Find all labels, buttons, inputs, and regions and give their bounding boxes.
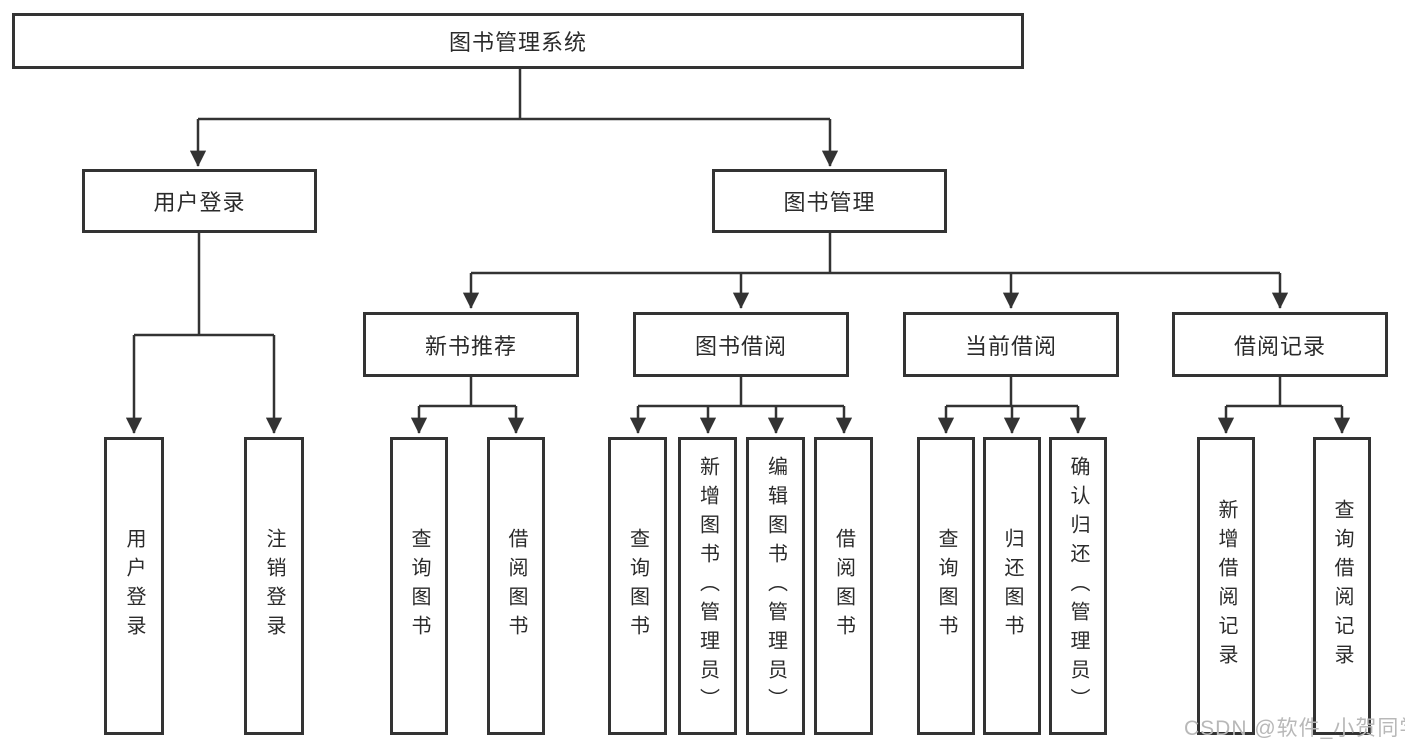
- node-new-book-recommend: 新书推荐: [363, 312, 579, 377]
- leaf-borrow-books: 借阅图书: [814, 437, 873, 735]
- node-label: 归还图书: [1001, 528, 1023, 644]
- leaf-confirm-return-admin: 确认归还（管理员）: [1049, 437, 1107, 735]
- node-label: 新增图书（管理员）: [696, 455, 719, 717]
- node-label: 查询图书: [626, 528, 649, 644]
- node-label: 用户登录: [153, 190, 246, 215]
- leaf-edit-books-admin: 编辑图书（管理员）: [746, 437, 805, 735]
- node-label: 确认归还（管理员）: [1067, 455, 1089, 717]
- leaf-query-borrow-record: 查询借阅记录: [1313, 437, 1371, 735]
- node-label: 新书推荐: [424, 333, 517, 359]
- node-current-borrow: 当前借阅: [903, 312, 1119, 377]
- node-book-management: 图书管理: [712, 169, 947, 233]
- node-label: 借阅图书: [505, 528, 527, 644]
- node-label: 借阅记录: [1233, 333, 1326, 359]
- node-user-login: 用户登录: [82, 169, 317, 233]
- node-label: 图书管理系统: [448, 30, 587, 55]
- node-label: 当前借阅: [964, 333, 1057, 359]
- leaf-query-books: 查询图书: [917, 437, 975, 735]
- csdn-watermark: CSDN @软件_小贺同学: [1184, 717, 1405, 740]
- node-library-management-system: 图书管理系统: [12, 13, 1024, 69]
- leaf-query-books: 查询图书: [608, 437, 667, 735]
- node-label: 新增借阅记录: [1215, 499, 1237, 673]
- node-label: 查询图书: [408, 528, 430, 644]
- leaf-borrow-books: 借阅图书: [487, 437, 545, 735]
- leaf-add-borrow-record: 新增借阅记录: [1197, 437, 1255, 735]
- node-label: 查询借阅记录: [1331, 499, 1353, 673]
- node-borrow-records: 借阅记录: [1172, 312, 1388, 377]
- leaf-logout: 注销登录: [244, 437, 304, 735]
- node-label: 注销登录: [263, 528, 285, 644]
- leaf-add-books-admin: 新增图书（管理员）: [678, 437, 737, 735]
- node-label: 用户登录: [123, 528, 145, 644]
- leaf-user-login: 用户登录: [104, 437, 164, 735]
- node-label: 图书管理: [783, 190, 876, 215]
- leaf-query-books: 查询图书: [390, 437, 448, 735]
- node-book-borrow: 图书借阅: [633, 312, 849, 377]
- leaf-return-books: 归还图书: [983, 437, 1041, 735]
- node-label: 编辑图书（管理员）: [764, 455, 787, 717]
- node-label: 查询图书: [935, 528, 957, 644]
- node-label: 图书借阅: [694, 333, 787, 359]
- node-label: 借阅图书: [832, 528, 855, 644]
